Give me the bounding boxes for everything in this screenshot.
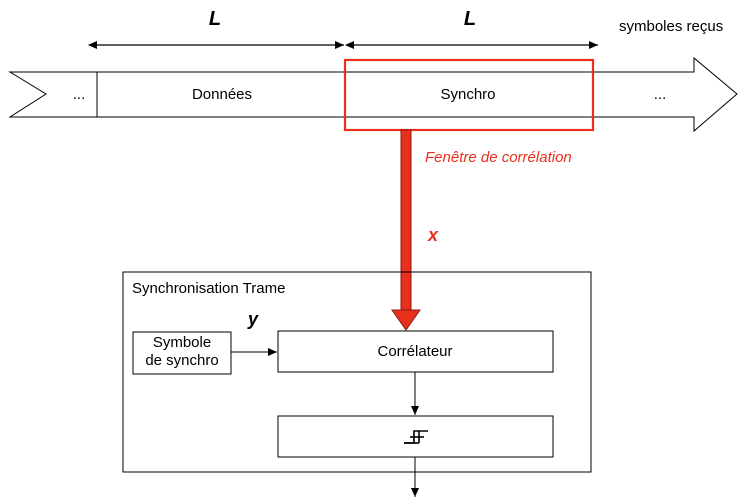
data-segment-label: Données: [191, 86, 253, 103]
correlation-window: [343, 58, 595, 132]
length-label-left: L: [208, 8, 222, 30]
threshold-detector-icon: [404, 430, 428, 444]
correlator-box: [277, 330, 554, 373]
ellipsis-left: ...: [72, 86, 86, 103]
correlation-input-label: x: [428, 225, 439, 245]
length-label-right: L: [463, 8, 477, 30]
received-symbols-label: symboles reçus: [619, 18, 724, 35]
data-segment: [96, 71, 346, 118]
correlation-window-label: Fenêtre de corrélation: [425, 149, 572, 166]
reference-symbol-label: Symbole de synchro: [133, 334, 231, 370]
ellipsis-right: ...: [653, 86, 667, 103]
reference-input-label: y: [248, 309, 259, 329]
reference-symbol-box: [132, 331, 232, 375]
correlator-label: Corrélateur: [377, 343, 453, 360]
synchro-segment-label: Synchro: [440, 86, 496, 103]
sync-block-title: Synchronisation Trame: [132, 280, 286, 297]
reference-symbol-line2: de synchro: [145, 352, 219, 369]
correlation-input-arrow: [391, 129, 421, 331]
reference-symbol-line1: Symbole: [152, 334, 212, 351]
sync-block-frame: [122, 271, 592, 473]
